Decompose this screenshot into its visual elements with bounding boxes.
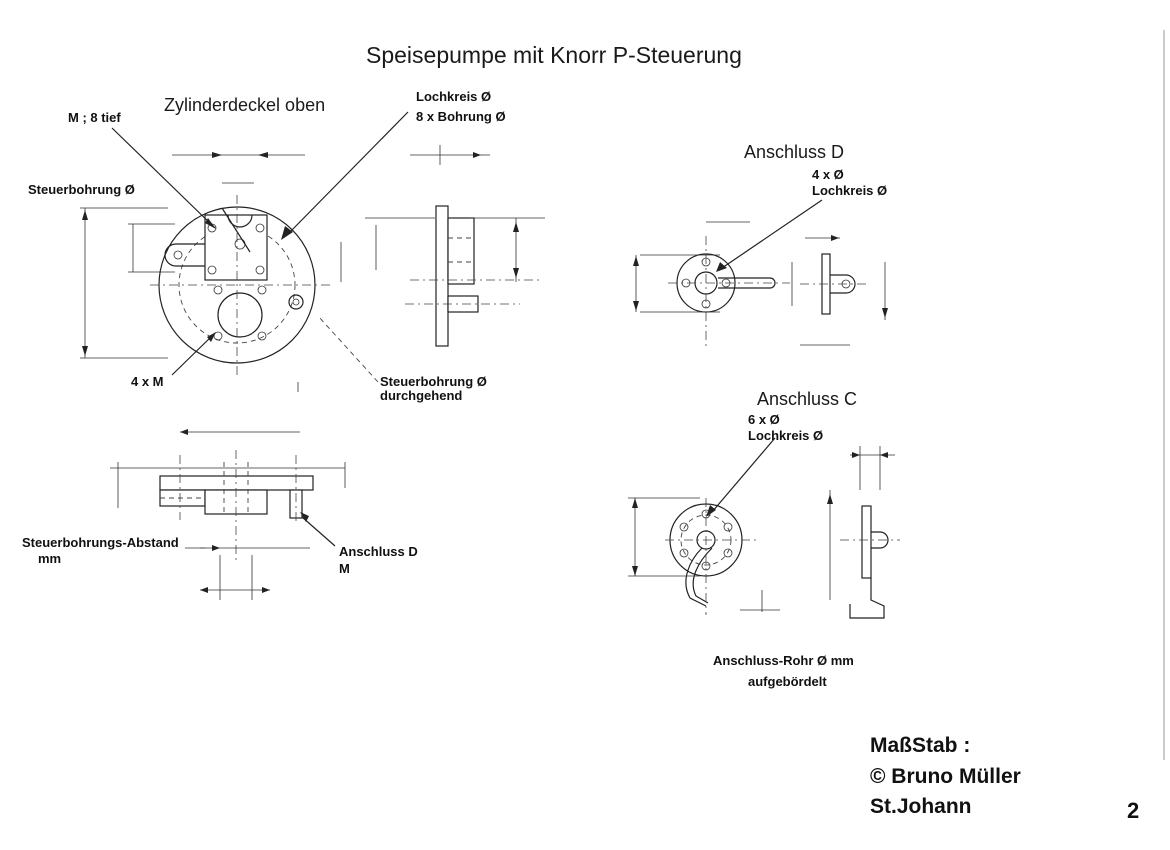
anschluss-d-heading: Anschluss D — [744, 142, 845, 162]
cylinder-cover-side-view — [340, 145, 545, 347]
anschluss-c-drawing — [628, 437, 900, 619]
top-view-heading: Zylinderdeckel oben — [164, 95, 326, 115]
cylinder-cover-top-view — [80, 111, 409, 392]
page-number: 2 — [1127, 798, 1140, 823]
anschluss-d-side-label: Anschluss D — [339, 544, 418, 559]
anschluss-d-drawing — [633, 199, 888, 350]
anschluss-d-holes-label: 4 x Ø — [812, 167, 844, 182]
steuerbohrung-durch-label: Steuerbohrung Ø — [380, 374, 487, 389]
abstand-unit-label: mm — [38, 551, 62, 566]
bohrungen-label: 8 x Bohrung Ø — [416, 109, 506, 124]
thread-m-label: M — [339, 561, 350, 576]
anschluss-c-heading: Anschluss C — [757, 389, 858, 409]
anschluss-c-holes-label: 6 x Ø — [748, 412, 780, 427]
sheet-title: Speisepumpe mit Knorr P-Steuerung — [366, 42, 742, 68]
anschluss-d-lochkreis-label: Lochkreis Ø — [812, 183, 888, 198]
anschluss-c-lochkreis-label: Lochkreis Ø — [748, 428, 824, 443]
lochkreis-label: Lochkreis Ø — [416, 89, 492, 104]
place-credit: St.Johann — [870, 795, 972, 818]
aufgebordelt-label: aufgebördelt — [748, 674, 827, 689]
durchgehend-label: durchgehend — [380, 388, 463, 403]
cylinder-cover-front-view — [110, 429, 346, 600]
abstand-label: Steuerbohrungs-Abstand — [22, 535, 179, 550]
massstab-label: MaßStab : — [870, 734, 971, 757]
thread-depth-label: M ; 8 tief — [68, 110, 121, 125]
anschluss-rohr-label: Anschluss-Rohr Ø mm — [713, 653, 854, 668]
four-x-m-label: 4 x M — [131, 374, 164, 389]
steuerbohrung-label: Steuerbohrung Ø — [28, 182, 135, 197]
author-credit: © Bruno Müller — [870, 765, 1021, 788]
